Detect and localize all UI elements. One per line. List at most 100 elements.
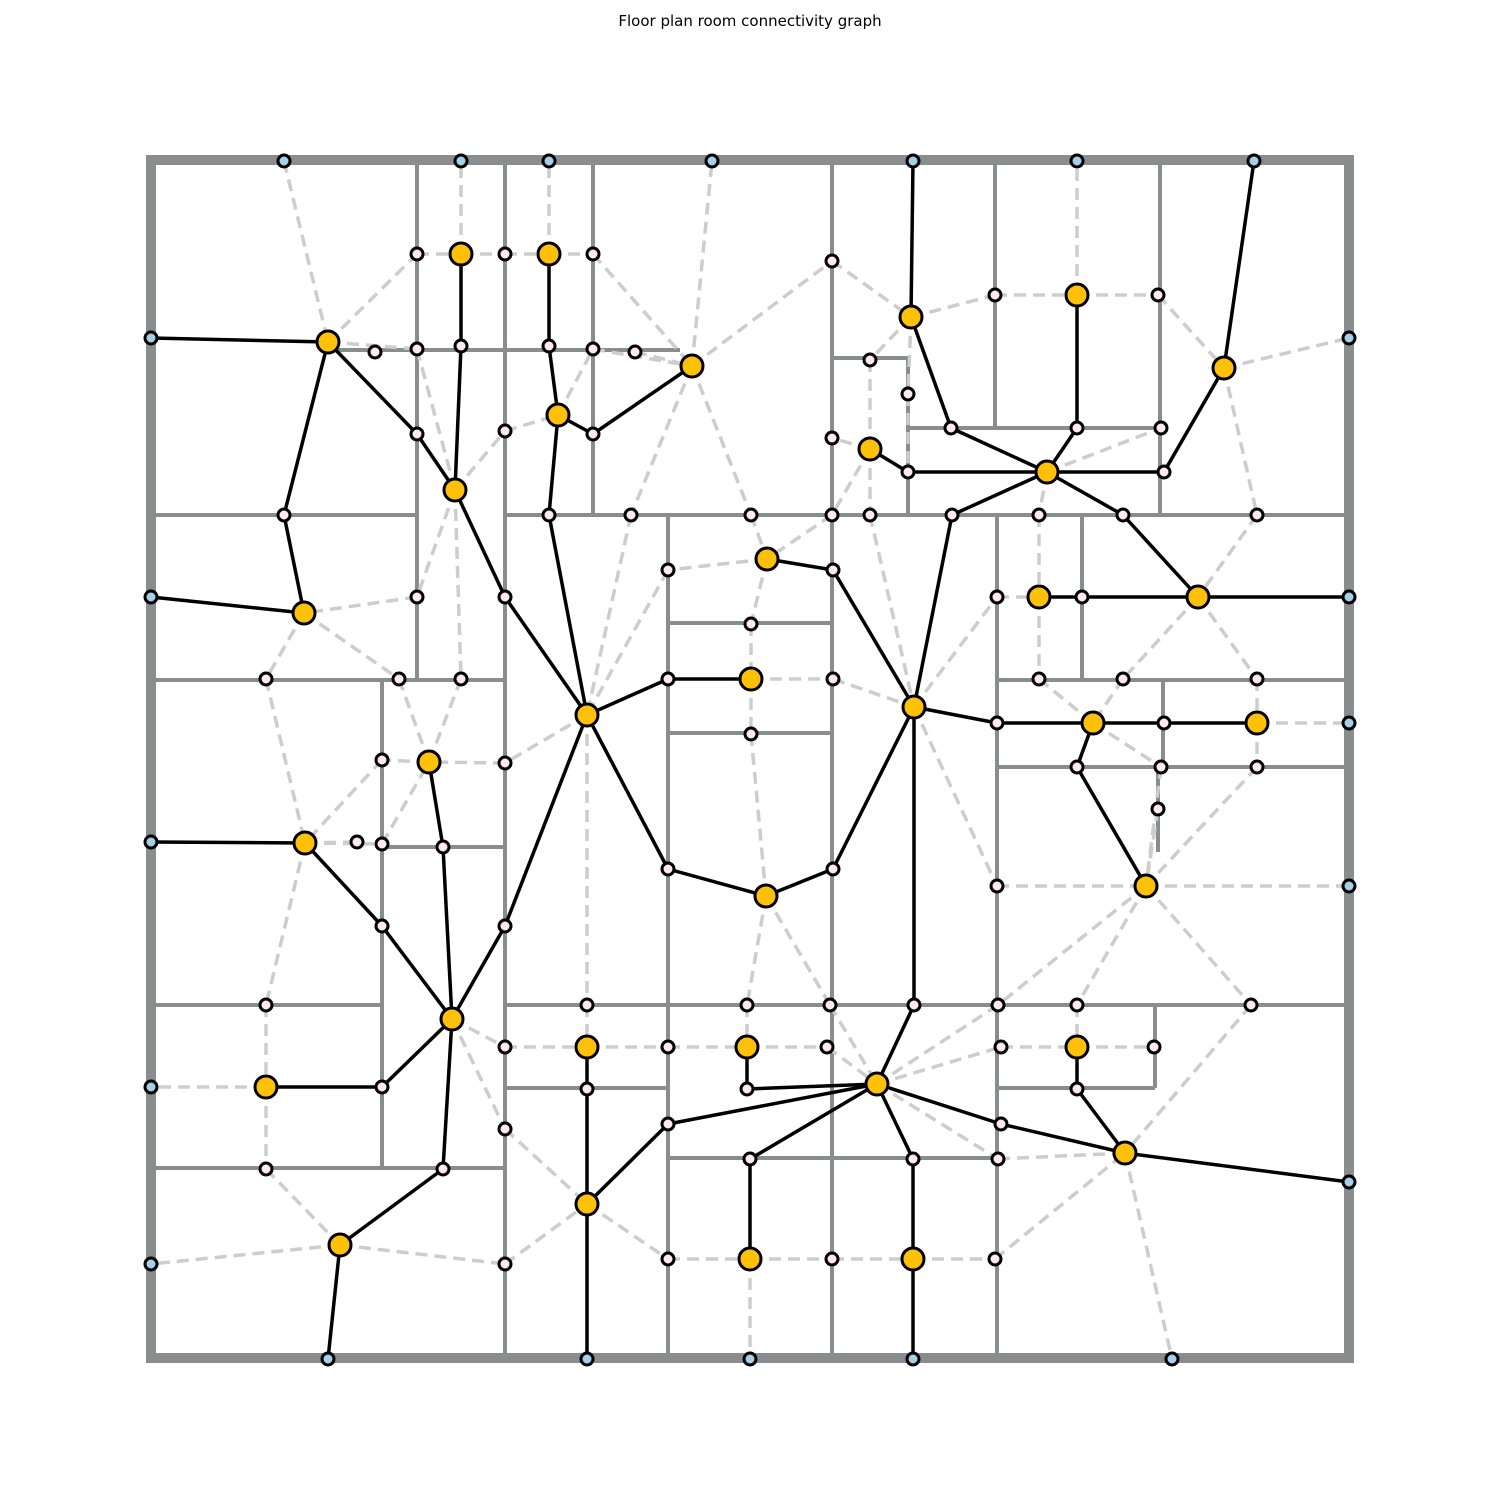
connected-edges-layer <box>150 160 1350 1360</box>
exit-node <box>1341 715 1357 731</box>
door-node <box>993 1039 1009 1055</box>
door-node <box>435 839 451 855</box>
connected-edge <box>326 1244 342 1360</box>
door-node <box>1146 1039 1162 1055</box>
door-node <box>1069 420 1085 436</box>
room-node <box>679 353 705 379</box>
connected-edge <box>503 596 589 716</box>
door-node <box>1150 287 1166 303</box>
blocked-edge <box>830 448 872 516</box>
door-node <box>660 1251 676 1267</box>
door-node <box>1156 715 1172 731</box>
room-node <box>574 702 600 728</box>
blocked-edge <box>428 760 506 765</box>
connected-edge <box>1046 470 1124 517</box>
blocked-edge <box>876 1045 1002 1086</box>
exit-node <box>905 153 921 169</box>
door-node <box>276 507 292 523</box>
door-node <box>497 423 513 439</box>
door-node <box>739 1081 755 1097</box>
blocked-edge <box>304 841 383 846</box>
room-node <box>1034 459 1060 485</box>
room-node <box>253 1074 279 1100</box>
door-node <box>862 352 878 368</box>
door-node <box>409 589 425 605</box>
blocked-edge <box>690 365 753 516</box>
room-node <box>900 1246 926 1272</box>
connected-edge <box>1000 1122 1126 1155</box>
blocked-edge <box>453 429 507 492</box>
connected-edge <box>913 705 998 725</box>
blocked-edge <box>629 365 694 516</box>
room-node <box>864 1071 890 1097</box>
connected-edge <box>326 340 419 436</box>
connected-edge <box>950 426 1048 474</box>
door-node <box>993 1116 1009 1132</box>
blocked-edge <box>303 611 400 681</box>
blocked-edge <box>1092 721 1162 769</box>
door-node <box>944 507 960 523</box>
door-node <box>824 430 840 446</box>
room-node <box>738 666 764 692</box>
door-node <box>435 1161 451 1177</box>
connected-edge <box>912 514 954 708</box>
blocked-edge <box>415 489 457 598</box>
exit-node <box>143 1256 159 1272</box>
connected-edge <box>1124 1151 1350 1184</box>
connected-edge <box>586 677 669 717</box>
exit-node <box>143 1079 159 1095</box>
connected-edge <box>441 1018 454 1170</box>
exit-node <box>579 1351 595 1367</box>
door-node <box>1153 759 1169 775</box>
door-node <box>1115 671 1131 687</box>
room-node <box>857 436 883 462</box>
blocked-edge <box>585 569 670 716</box>
exit-node <box>1341 878 1357 894</box>
room-node <box>754 546 780 572</box>
door-node <box>409 426 425 442</box>
door-node <box>900 386 916 402</box>
door-node <box>822 997 838 1013</box>
exit-node <box>320 1351 336 1367</box>
blocked-edge <box>830 259 913 319</box>
door-node <box>943 420 959 436</box>
door-node <box>367 344 383 360</box>
blocked-edge <box>264 678 307 844</box>
door-node <box>1249 671 1265 687</box>
room-node <box>416 749 442 775</box>
blocked-edge <box>690 160 714 367</box>
door-node <box>497 589 513 605</box>
door-node <box>660 1116 676 1132</box>
blocked-edge <box>745 895 768 1006</box>
door-node <box>824 1251 840 1267</box>
exit-node <box>1246 153 1262 169</box>
door-node <box>660 562 676 578</box>
room-node <box>734 1034 760 1060</box>
door-node <box>374 1079 390 1095</box>
room-node <box>448 241 474 267</box>
door-node <box>258 997 274 1013</box>
connected-edge <box>380 1017 454 1089</box>
exit-node <box>453 153 469 169</box>
blocked-edge <box>1156 293 1226 370</box>
blocked-edge <box>264 1167 342 1247</box>
connected-edge <box>831 569 916 708</box>
door-node <box>743 726 759 742</box>
blocked-edge <box>1222 367 1259 516</box>
room-node <box>901 694 927 720</box>
door-node <box>391 671 407 687</box>
connected-edge <box>909 160 915 318</box>
blocked-edge <box>585 514 633 716</box>
door-node <box>1031 507 1047 523</box>
exit-node <box>704 153 720 169</box>
door-node <box>1249 759 1265 775</box>
blocked-edge <box>1196 513 1259 599</box>
door-node <box>862 507 878 523</box>
connected-edge <box>450 925 507 1020</box>
exit-node <box>143 834 159 850</box>
connected-edge <box>547 414 560 516</box>
door-node <box>660 861 676 877</box>
blocked-edge <box>996 884 1148 1007</box>
door-node <box>742 1151 758 1167</box>
door-node <box>374 836 390 852</box>
